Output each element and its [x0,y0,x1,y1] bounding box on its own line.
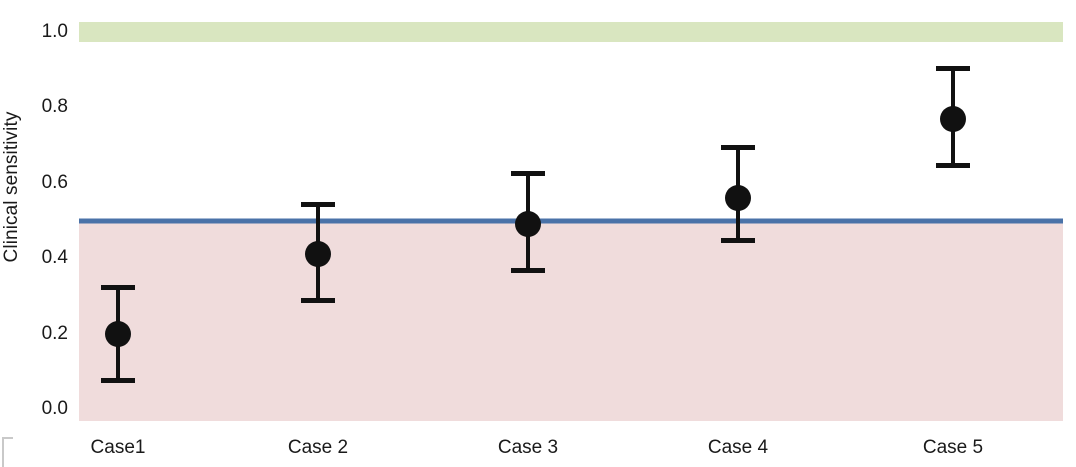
error-bar-cap-lower [301,298,335,304]
unacceptable-region-band [79,220,1063,421]
error-bar-cap-lower [721,238,755,244]
page-corner-artifact [2,437,13,467]
error-bar-cap-upper [721,145,755,151]
data-point-marker [515,211,541,238]
y-axis-tick-label: 1.0 [41,21,68,42]
error-bar-cap-lower [101,377,135,383]
error-bar-cap-upper [511,171,545,177]
error-bar-cap-lower [936,162,970,168]
acceptable-region-band [79,22,1063,42]
x-axis-tick-label: Case 5 [922,437,984,458]
x-axis-tick-label: Case1 [90,437,146,458]
data-point-marker [940,105,966,132]
x-axis-tick-label: Case 3 [497,437,559,458]
data-point-marker [305,241,331,268]
x-axis-tick-label: Case 4 [707,437,769,458]
plot-area [79,22,1063,421]
y-axis-tick-label: 0.2 [41,322,68,344]
error-bar-cap-upper [101,284,135,290]
data-point-marker [725,184,751,211]
y-axis-tick-label: 0.0 [41,398,68,419]
y-axis-tick-label: 0.8 [41,96,68,118]
x-axis-tick-label: Case 2 [287,437,349,458]
data-point-marker [105,320,131,347]
error-bar-cap-upper [936,65,970,71]
y-axis-tick-label: 0.6 [41,171,68,193]
error-bar-cap-upper [301,201,335,207]
y-axis-tick-label: 0.4 [41,247,68,269]
threshold-line [79,218,1063,223]
error-bar-cap-lower [511,268,545,274]
